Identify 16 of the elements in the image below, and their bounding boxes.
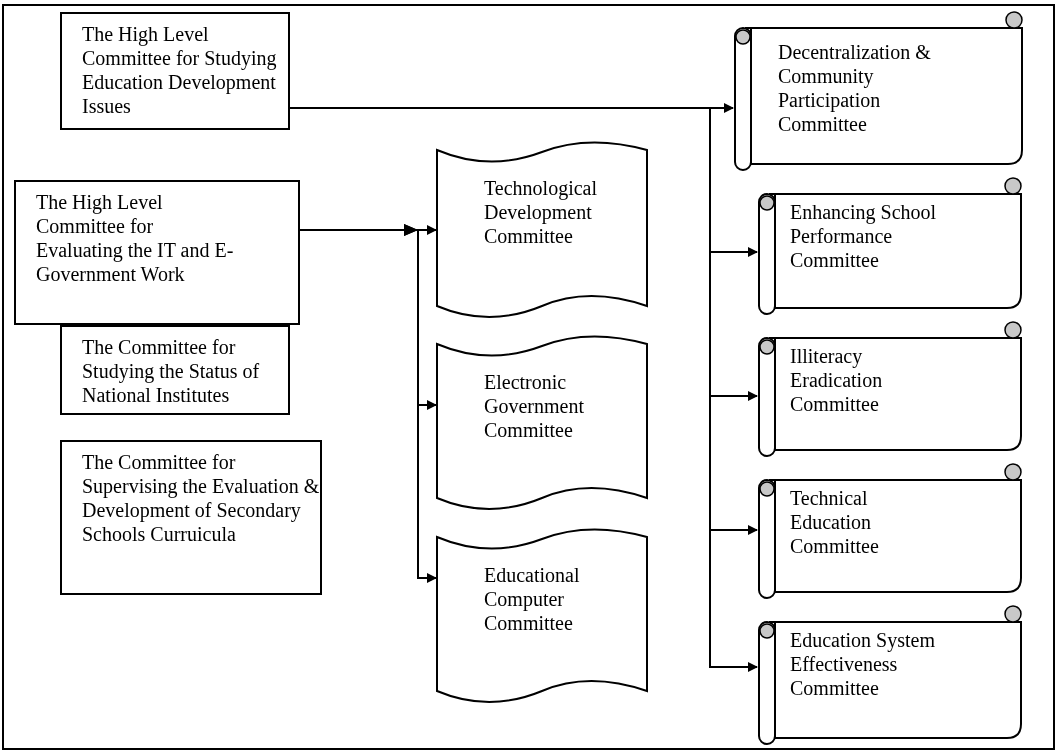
process-box [60, 440, 322, 595]
process-box [60, 325, 290, 415]
node-text: Decentralization & Community Participation Committee [778, 40, 932, 136]
node-text: The Committee for Studying the Status of National Institutes [82, 335, 261, 407]
node-text: Illiteracy Eradication Committee [790, 344, 884, 416]
process-box [60, 12, 290, 130]
node-text: Enhancing School Performance Committee [790, 200, 938, 272]
node-text: The High Level Committee for Evaluating the IT and E-Government Work [36, 190, 235, 286]
node-text: Technological Development Committee [484, 176, 598, 248]
node-text: Education System Effectiveness Committee [790, 628, 936, 700]
node-text: Electronic Government Committee [484, 370, 585, 442]
process-box [14, 180, 300, 325]
node-text: The High Level Committee for Studying Education Development Issues [82, 22, 277, 118]
node-text: Educational Computer Committee [484, 563, 581, 635]
node-text: Technical Education Committee [790, 486, 880, 558]
node-text: The Committee for Supervising the Evaluation & Development of Secondary Schools Curruicula [82, 450, 321, 546]
